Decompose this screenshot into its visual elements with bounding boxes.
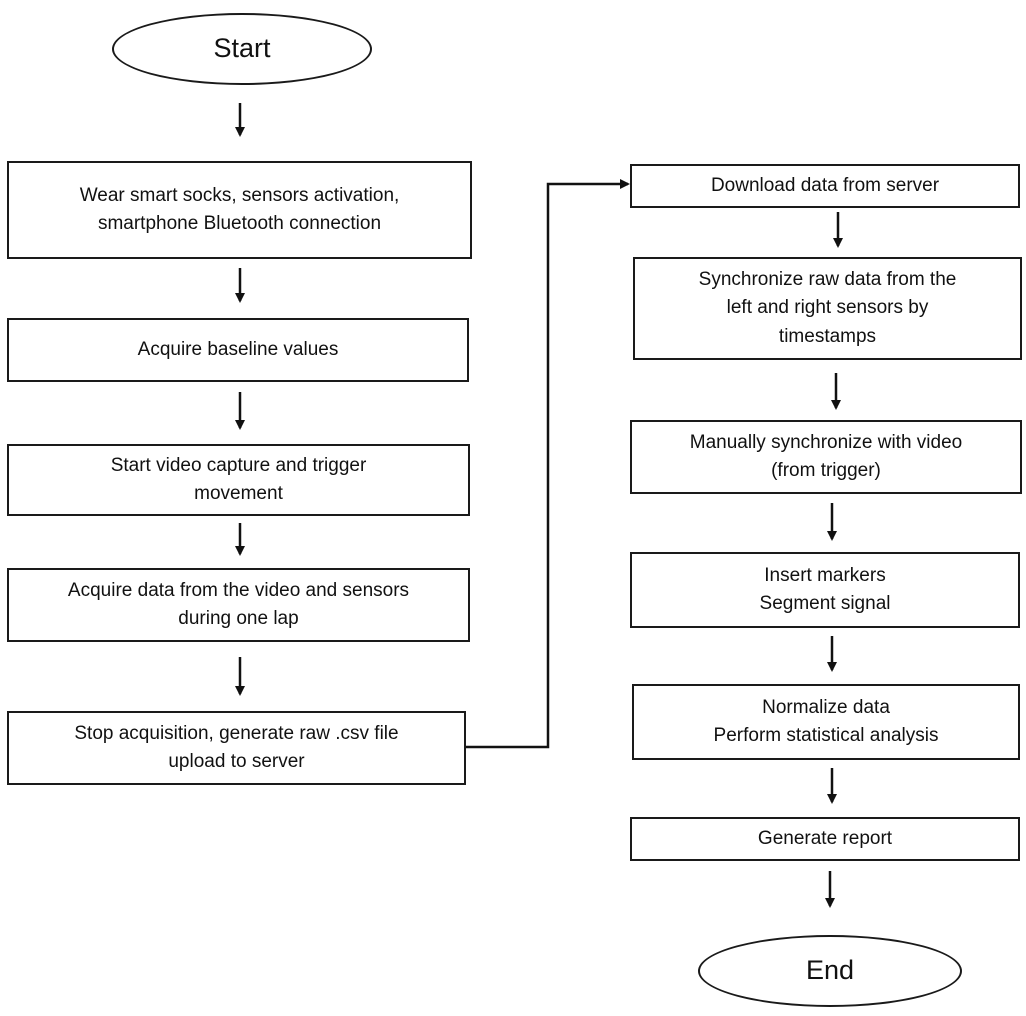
step-start-video-capture: Start video capture and trigger movement (7, 444, 470, 516)
step-stop-acquisition: Stop acquisition, generate raw .csv file… (7, 711, 466, 785)
step-acquire-baseline: Acquire baseline values (7, 318, 469, 382)
start-terminal: Start (112, 13, 372, 85)
arrow-stop-to-download (466, 179, 630, 749)
step-synchronize-raw-data: Synchronize raw data from the left and r… (633, 257, 1022, 360)
step-normalize-data: Normalize data Perform statistical analy… (632, 684, 1020, 760)
step-generate-report: Generate report (630, 817, 1020, 861)
step-download-data: Download data from server (630, 164, 1020, 208)
step-insert-markers: Insert markers Segment signal (630, 552, 1020, 628)
end-terminal: End (698, 935, 962, 1007)
step-manual-sync-video: Manually synchronize with video (from tr… (630, 420, 1022, 494)
step-acquire-data-video: Acquire data from the video and sensors … (7, 568, 470, 642)
step-wear-smart-socks: Wear smart socks, sensors activation, sm… (7, 161, 472, 259)
